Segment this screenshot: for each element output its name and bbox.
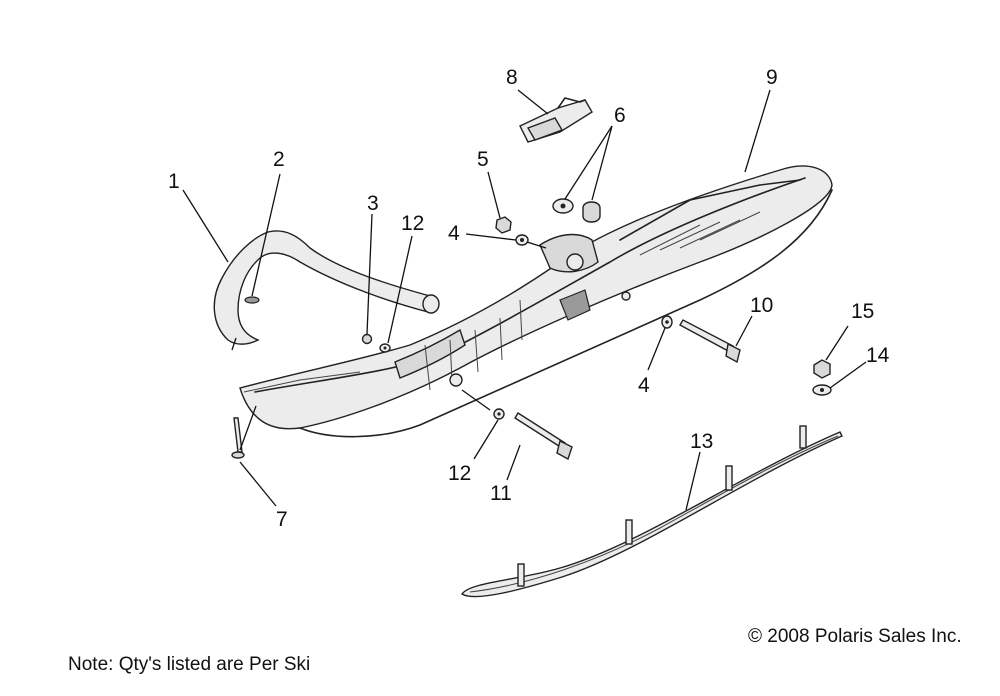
part-5-nut [495,216,512,234]
part-8-pad [519,97,593,143]
part-6-bushings [552,198,601,223]
callout-13: 13 [690,430,713,453]
part-2-screw [244,296,260,304]
callout-7: 7 [276,508,288,531]
callout-5: 5 [477,148,489,171]
part-15-nut [813,359,831,379]
callout-11: 11 [490,482,512,505]
callout-12-top: 12 [401,212,424,235]
part-14-washer [812,384,832,396]
part-4-washer-upper [515,234,529,246]
part-13-runner [461,425,843,598]
callout-1: 1 [168,170,180,193]
callout-3: 3 [367,192,379,215]
callout-4-upper: 4 [448,222,460,245]
callout-14: 14 [866,344,890,367]
callout-15: 15 [851,300,874,323]
callout-8: 8 [506,66,518,89]
callout-9: 9 [766,66,778,89]
part-12-washer-lower [493,408,505,420]
callout-6: 6 [614,104,626,127]
copyright-text: © 2008 Polaris Sales Inc. [748,626,962,647]
part-7-screw [231,417,245,459]
part-4-washer-lower [661,315,673,329]
part-11-bolt [514,412,573,461]
part-10-bolt [679,319,741,364]
callout-4-lower: 4 [638,374,650,397]
part-3-nut [361,333,373,345]
callout-12-lower: 12 [448,462,471,485]
callout-10: 10 [750,294,773,317]
ski-loop [213,230,440,345]
ski-body [239,165,833,438]
note-text: Note: Qty's listed are Per Ski [68,654,311,675]
leader-lines [182,89,867,511]
part-12-washer-top [379,343,391,353]
callout-2: 2 [273,148,285,171]
